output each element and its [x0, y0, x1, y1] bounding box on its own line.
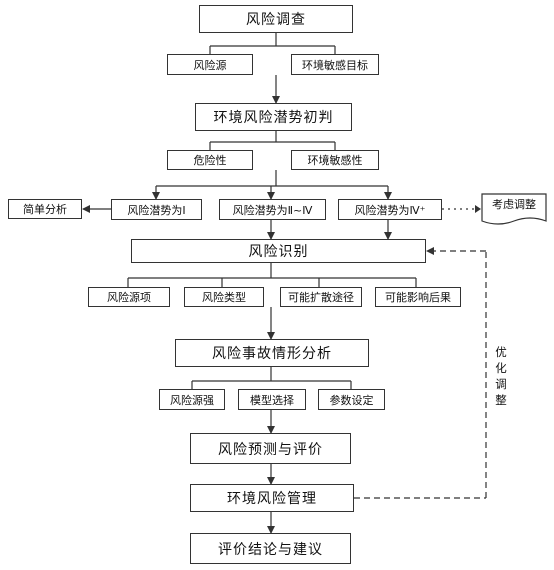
risk-source-box: 风险源	[167, 54, 253, 75]
potential-1-box: 风险潜势为Ⅰ	[111, 199, 202, 220]
env-sensitivity-box: 环境敏感性	[291, 150, 379, 170]
predict-eval-box: 风险预测与评价	[190, 433, 351, 464]
potential-4plus-box: 风险潜势为Ⅳ⁺	[338, 199, 442, 220]
consider-adjust-label: 考虑调整	[492, 198, 536, 211]
param-setting-box: 参数设定	[318, 389, 385, 410]
source-strength-box: 风险源强	[159, 389, 225, 410]
risk-source-item-box: 风险源项	[88, 287, 170, 307]
conclusion-box: 评价结论与建议	[190, 533, 351, 564]
risk-survey-box: 风险调查	[199, 5, 353, 33]
feedback-label: 优化调整	[495, 345, 507, 407]
risk-identification-box: 风险识别	[131, 239, 426, 263]
initial-potential-box: 环境风险潜势初判	[195, 103, 352, 131]
env-sensitive-target-box: 环境敏感目标	[291, 54, 379, 75]
consider-adjust-doc-icon	[481, 193, 547, 225]
accident-scenario-box: 风险事故情形分析	[175, 339, 369, 367]
potential-2-4-box: 风险潜势为Ⅱ~Ⅳ	[219, 199, 326, 220]
risk-type-box: 风险类型	[184, 287, 264, 307]
simple-analysis-box: 简单分析	[8, 199, 82, 219]
env-risk-mgmt-box: 环境风险管理	[190, 484, 354, 512]
model-select-box: 模型选择	[238, 389, 306, 410]
impact-consequence-box: 可能影响后果	[375, 287, 461, 307]
hazard-box: 危险性	[167, 150, 253, 170]
diffusion-path-box: 可能扩散途径	[280, 287, 362, 307]
